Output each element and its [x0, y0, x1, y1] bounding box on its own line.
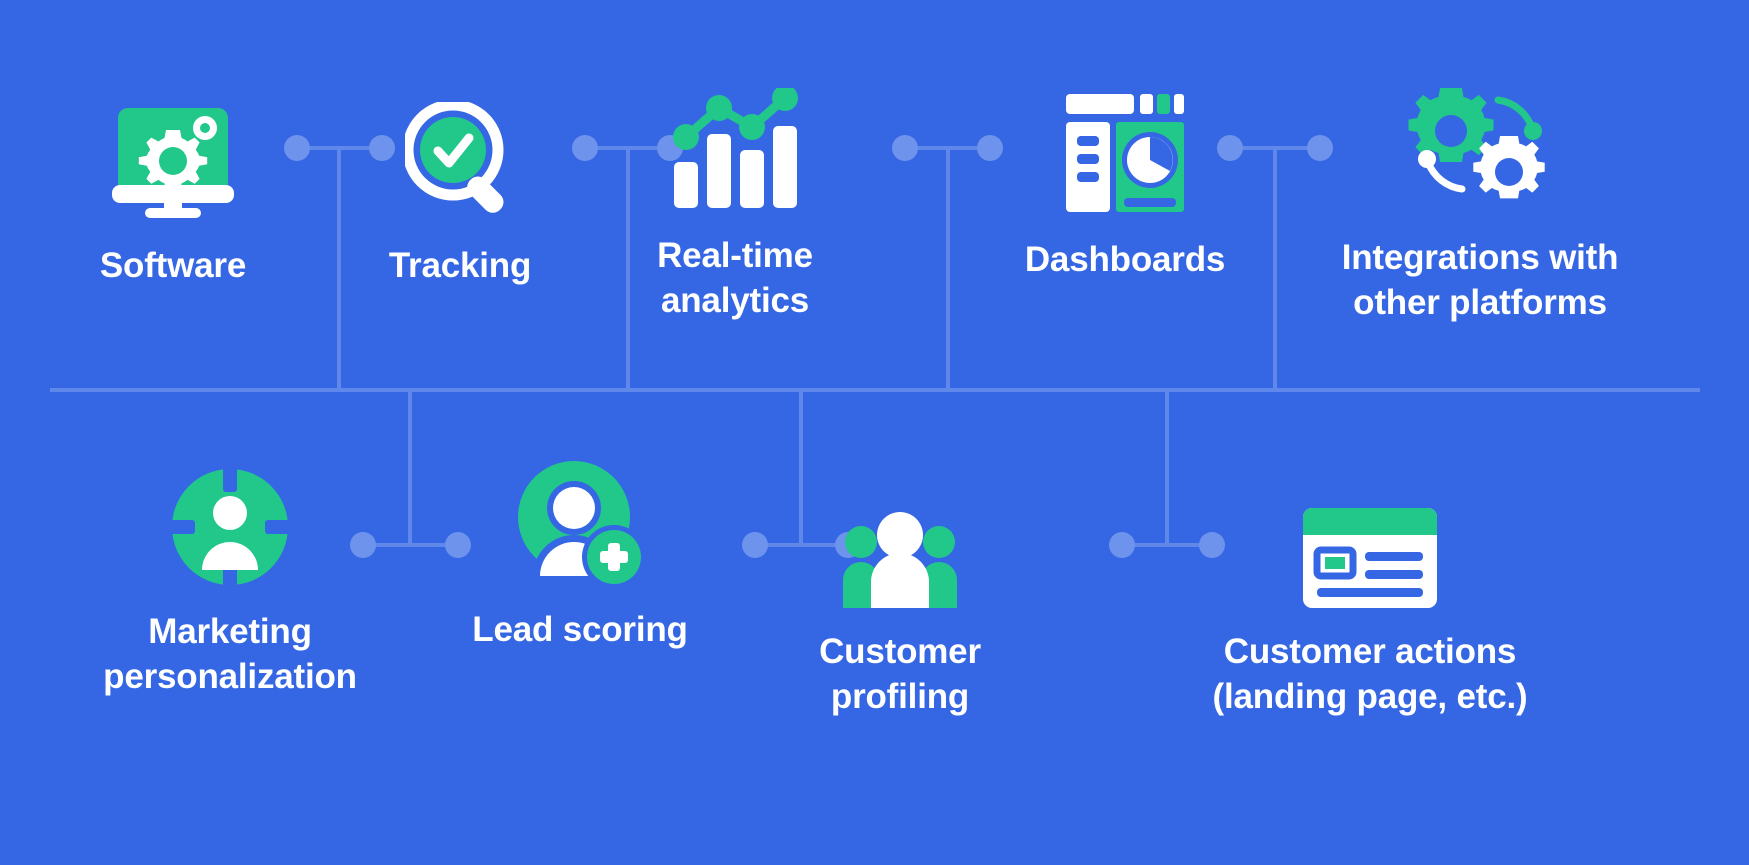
node-icon-wrap [1066, 84, 1184, 212]
node-tracking[interactable]: Tracking [335, 90, 585, 289]
three-people-icon [843, 512, 957, 608]
node-icon-wrap [405, 90, 515, 218]
node-customer-profiling[interactable]: Customer profiling [775, 480, 1025, 720]
node-icon-wrap [843, 480, 957, 608]
node-marketing-personalization[interactable]: Marketing personalization [90, 460, 370, 700]
dashboard-pie-icon [1066, 94, 1184, 212]
node-icon-wrap [517, 458, 643, 586]
monitor-gear-icon [112, 108, 234, 218]
node-icon-wrap [1407, 82, 1553, 210]
node-label: Customer profiling [819, 632, 981, 716]
node-label: Lead scoring [472, 610, 688, 649]
bar-line-chart-icon [673, 88, 798, 208]
node-label: Tracking [388, 246, 532, 285]
node-label: Marketing personalization [103, 612, 357, 696]
node-icon-wrap [112, 90, 234, 218]
node-label: Software [99, 246, 247, 285]
node-icon-wrap [1303, 480, 1437, 608]
target-person-icon [169, 466, 291, 588]
node-integrations[interactable]: Integrations with other platforms [1315, 82, 1645, 326]
node-label: Real-time analytics [657, 236, 813, 320]
node-real-time-analytics[interactable]: Real-time analytics [595, 80, 875, 324]
node-icon-wrap [672, 80, 798, 208]
two-gears-icon [1408, 88, 1545, 199]
person-add-icon [518, 461, 643, 586]
node-icon-wrap [169, 460, 291, 588]
node-label: Integrations with other platforms [1341, 238, 1619, 322]
landing-page-card-icon [1303, 508, 1437, 608]
node-label: Customer actions (landing page, etc.) [1212, 632, 1528, 716]
node-dashboards[interactable]: Dashboards [995, 84, 1255, 283]
magnifier-check-icon [405, 102, 504, 213]
node-lead-scoring[interactable]: Lead scoring [455, 458, 705, 653]
node-software[interactable]: Software [48, 90, 298, 289]
node-customer-actions[interactable]: Customer actions (landing page, etc.) [1190, 480, 1550, 720]
node-label: Dashboards [1024, 240, 1226, 279]
